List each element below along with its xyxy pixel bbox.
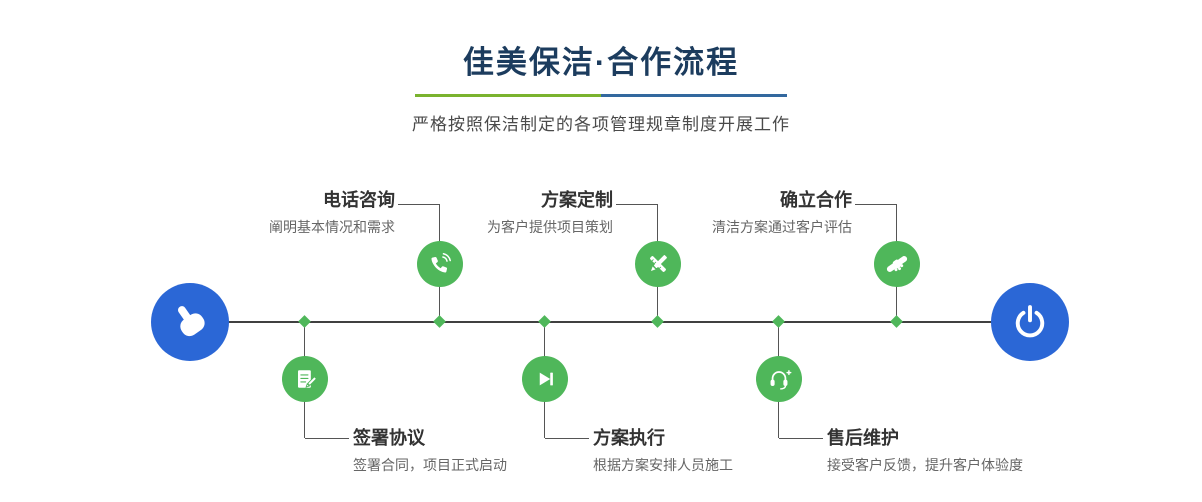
step-label: 签署协议 签署合同，项目正式启动 (353, 428, 683, 473)
timeline-start-node (151, 283, 229, 361)
step-label: 方案定制 为客户提供项目策划 (353, 190, 613, 235)
step-label: 售后维护 接受客户反馈，提升客户体验度 (827, 428, 1157, 473)
underline-green-segment (415, 94, 601, 97)
step-node-execute (522, 356, 568, 402)
contract-icon (298, 370, 318, 388)
step-title: 方案执行 (593, 428, 665, 448)
page-subtitle: 严格按照保洁制定的各项管理规章制度开展工作 (412, 115, 790, 134)
connector-line (545, 438, 589, 439)
power-icon (1015, 305, 1045, 338)
step-desc: 清洁方案通过客户评估 (712, 218, 852, 235)
title-underline (415, 94, 787, 97)
connector-line (779, 438, 823, 439)
step-label: 电话咨询 阐明基本情况和需求 (135, 190, 395, 235)
underline-blue-segment (601, 94, 787, 97)
diamond-marker (890, 315, 903, 328)
diamond-marker (538, 315, 551, 328)
step-title: 售后维护 (827, 428, 899, 448)
step-desc: 阐明基本情况和需求 (269, 218, 395, 235)
page-title: 佳美保洁·合作流程 (462, 45, 740, 80)
timeline-axis (190, 321, 1032, 323)
step-title: 签署协议 (353, 428, 425, 448)
pointing-hand-icon (177, 306, 205, 337)
step-node-handshake (874, 241, 920, 287)
step-label: 方案执行 根据方案安排人员施工 (593, 428, 923, 473)
connector-line (305, 438, 349, 439)
diamond-marker (298, 315, 311, 328)
step-node-contract (282, 356, 328, 402)
execute-icon (539, 372, 553, 386)
step-title: 电话咨询 (323, 190, 395, 210)
diamond-marker (433, 315, 446, 328)
diamond-marker (651, 315, 664, 328)
step-desc: 接受客户反馈，提升客户体验度 (827, 456, 1023, 473)
diamond-marker (772, 315, 785, 328)
step-label: 确立合作 清洁方案通过客户评估 (592, 190, 852, 235)
connector-line (855, 204, 897, 205)
timeline-end-node (991, 283, 1069, 361)
customer-service-icon (770, 370, 792, 390)
connector-line (398, 204, 440, 205)
step-node-phone (417, 241, 463, 287)
handshake-icon (886, 256, 908, 272)
step-title: 确立合作 (780, 190, 852, 210)
step-desc: 为客户提供项目策划 (487, 218, 613, 235)
step-desc: 签署合同，项目正式启动 (353, 456, 507, 473)
step-node-service (756, 356, 802, 402)
phone-icon (431, 253, 451, 273)
step-node-design (635, 241, 681, 287)
step-title: 方案定制 (541, 190, 613, 210)
design-tools-icon (650, 255, 667, 272)
connector-line (616, 204, 658, 205)
step-desc: 根据方案安排人员施工 (593, 456, 733, 473)
